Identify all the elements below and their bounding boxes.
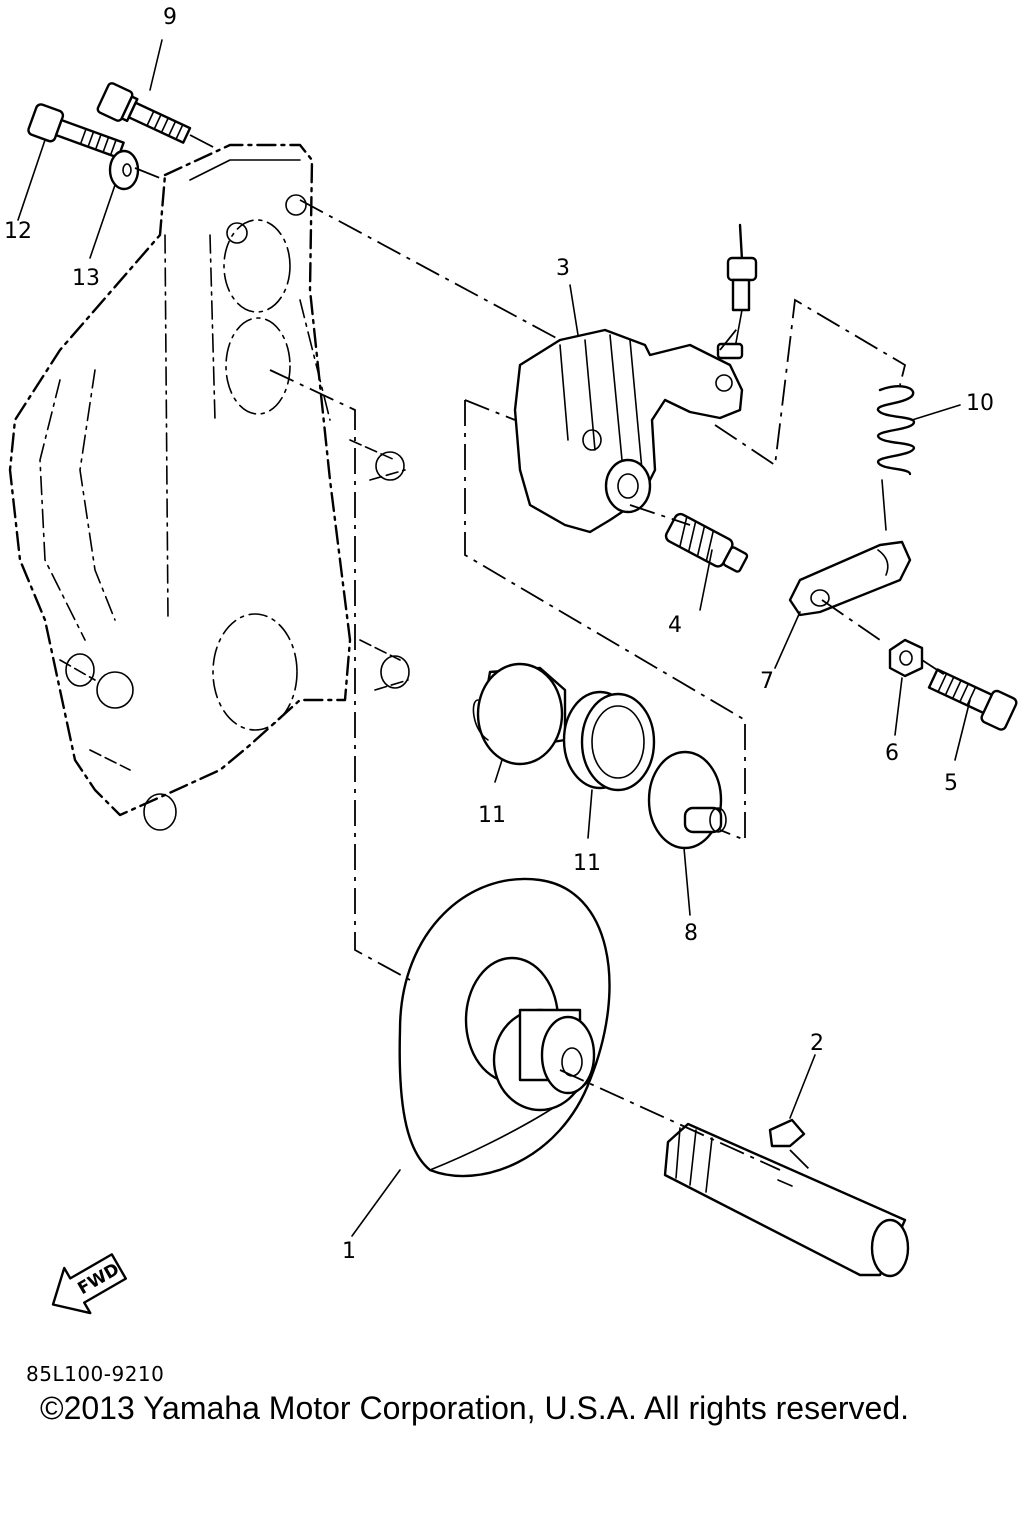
copyright-notice: ©2013 Yamaha Motor Corporation, U.S.A. A…	[40, 1390, 910, 1426]
part-5-bolt	[927, 668, 1018, 731]
callout-5: 5	[944, 771, 958, 796]
part-12-bolt	[27, 103, 125, 159]
callout-12: 12	[4, 219, 32, 244]
callout-11-ring: 11	[573, 851, 601, 876]
callout-numbers: 9 12 13 3 10 4 7 6 5 11 11 8 2 1	[4, 5, 994, 1264]
part-10-spring	[876, 385, 916, 531]
part-3-bracket	[513, 328, 744, 534]
callout-7: 7	[760, 669, 774, 694]
diagram-code: 85L100-9210	[26, 1362, 165, 1386]
part-4-adjuster-screw	[664, 512, 749, 573]
part-8-guide	[647, 750, 727, 850]
callout-1: 1	[342, 1239, 356, 1264]
callout-13: 13	[72, 266, 100, 291]
cable-end	[716, 223, 758, 360]
forward-arrow-icon: FWD	[51, 1253, 128, 1315]
part-1-pulley	[398, 877, 611, 1178]
part-7-lever	[788, 540, 912, 617]
part-11-cap	[472, 662, 567, 766]
part-11-ring	[562, 690, 656, 792]
shaft	[663, 1122, 910, 1278]
callout-10: 10	[966, 391, 994, 416]
assembly-lines	[134, 134, 946, 1171]
part-6-nut	[888, 638, 924, 678]
callout-9: 9	[163, 5, 177, 30]
part-13-washer	[108, 149, 140, 191]
callout-6: 6	[885, 741, 899, 766]
callout-4: 4	[668, 613, 682, 638]
part-2-key	[768, 1118, 806, 1148]
callout-8: 8	[684, 921, 698, 946]
part-9-flange-bolt	[96, 82, 192, 144]
callout-2: 2	[810, 1031, 824, 1056]
callout-11-cap: 11	[478, 803, 506, 828]
callout-3: 3	[556, 256, 570, 281]
housing-case	[8, 143, 410, 831]
leader-lines	[17, 39, 971, 1237]
